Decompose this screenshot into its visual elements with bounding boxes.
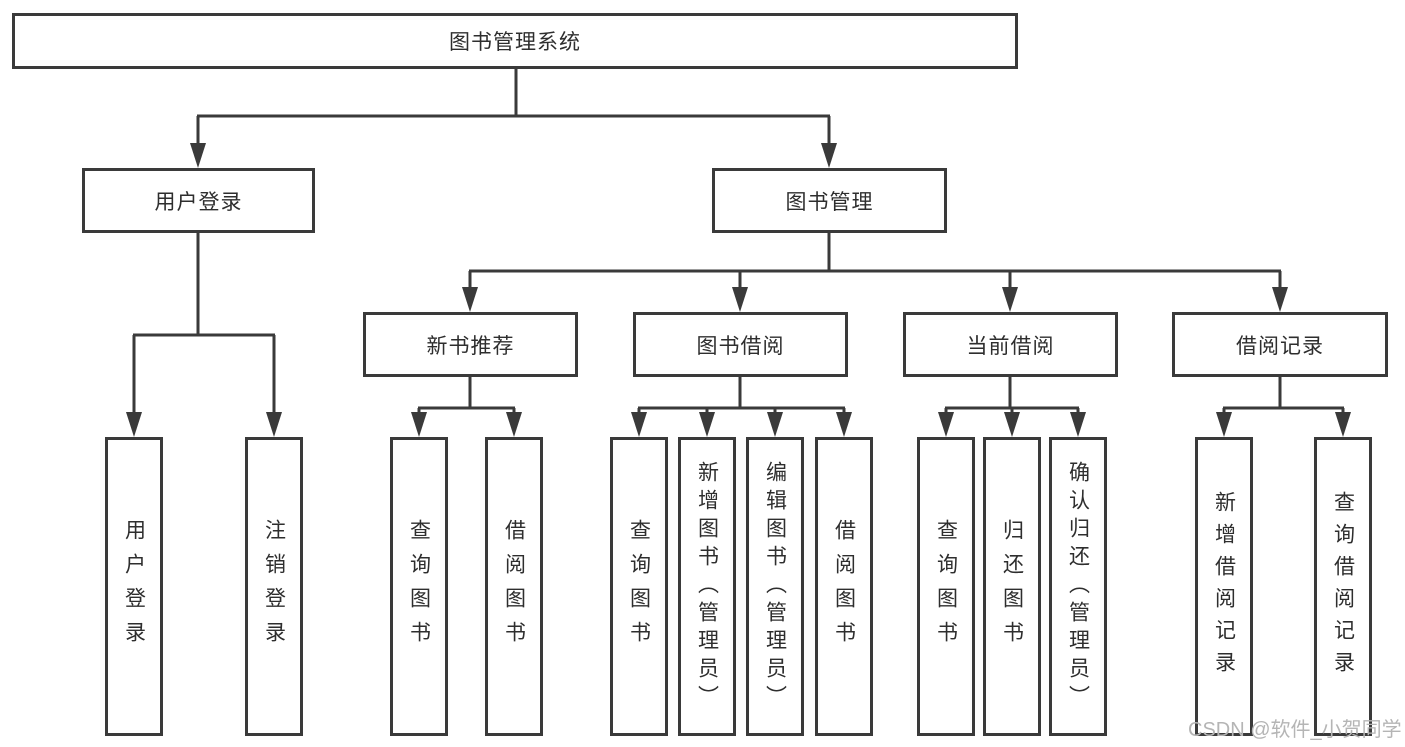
leaf-edit-book-admin: 编辑图书（管理员） [746, 437, 804, 736]
node-label: 当前借阅 [966, 334, 1055, 358]
node-label: 图书借阅 [696, 334, 785, 358]
leaf-query-books-current: 查询图书 [917, 437, 975, 736]
leaf-add-borrow-record: 新增借阅记录 [1195, 437, 1253, 736]
leaf-label: 新增图书（管理员） [695, 460, 719, 713]
leaf-label: 查询图书 [934, 518, 958, 655]
edge-book-borrowing-to-children [631, 377, 852, 437]
node-label: 借阅记录 [1236, 334, 1324, 358]
node-label: 新书推荐 [426, 334, 515, 358]
leaf-borrow-books-borrowing: 借阅图书 [815, 437, 873, 736]
leaf-label: 归还图书 [1000, 518, 1024, 655]
node-label: 图书管理系统 [449, 31, 581, 54]
leaf-logout: 注销登录 [245, 437, 303, 736]
leaf-label: 借阅图书 [832, 518, 856, 655]
node-book-borrowing: 图书借阅 [633, 312, 848, 377]
leaf-query-borrow-record: 查询借阅记录 [1314, 437, 1372, 736]
leaf-label: 新增借阅记录 [1212, 490, 1236, 683]
leaf-label: 用户登录 [122, 518, 146, 655]
node-new-book-recommend: 新书推荐 [363, 312, 578, 377]
node-borrowing-records: 借阅记录 [1172, 312, 1388, 377]
node-label: 图书管理 [785, 190, 874, 214]
leaf-confirm-return-admin: 确认归还（管理员） [1049, 437, 1107, 736]
edge-user-login-to-children [126, 233, 282, 437]
leaf-label: 查询图书 [627, 518, 651, 655]
leaf-label: 查询图书 [407, 518, 431, 655]
edge-current-borrowing-to-children [938, 377, 1086, 437]
leaf-add-book-admin: 新增图书（管理员） [678, 437, 736, 736]
edge-book-management-to-children [462, 233, 1288, 312]
leaf-label: 确认归还（管理员） [1066, 460, 1090, 713]
node-current-borrowing: 当前借阅 [903, 312, 1118, 377]
leaf-label: 查询借阅记录 [1331, 490, 1355, 683]
edge-new-book-recommend-to-children [411, 377, 522, 437]
leaf-query-books-recommend: 查询图书 [390, 437, 448, 736]
node-label: 用户登录 [154, 190, 243, 214]
leaf-query-books-borrowing: 查询图书 [610, 437, 668, 736]
node-user-login: 用户登录 [82, 168, 315, 233]
leaf-label: 注销登录 [262, 518, 286, 655]
node-library-management-system: 图书管理系统 [12, 13, 1018, 69]
leaf-borrow-books-recommend: 借阅图书 [485, 437, 543, 736]
leaf-user-login: 用户登录 [105, 437, 163, 736]
node-book-management: 图书管理 [712, 168, 947, 233]
csdn-watermark: CSDN @软件_小贺同学 [1188, 719, 1402, 741]
leaf-return-books: 归还图书 [983, 437, 1041, 736]
edge-root-to-children [190, 68, 837, 168]
leaf-label: 编辑图书（管理员） [763, 460, 787, 713]
leaf-label: 借阅图书 [502, 518, 526, 655]
edge-borrowing-records-to-children [1216, 373, 1351, 437]
